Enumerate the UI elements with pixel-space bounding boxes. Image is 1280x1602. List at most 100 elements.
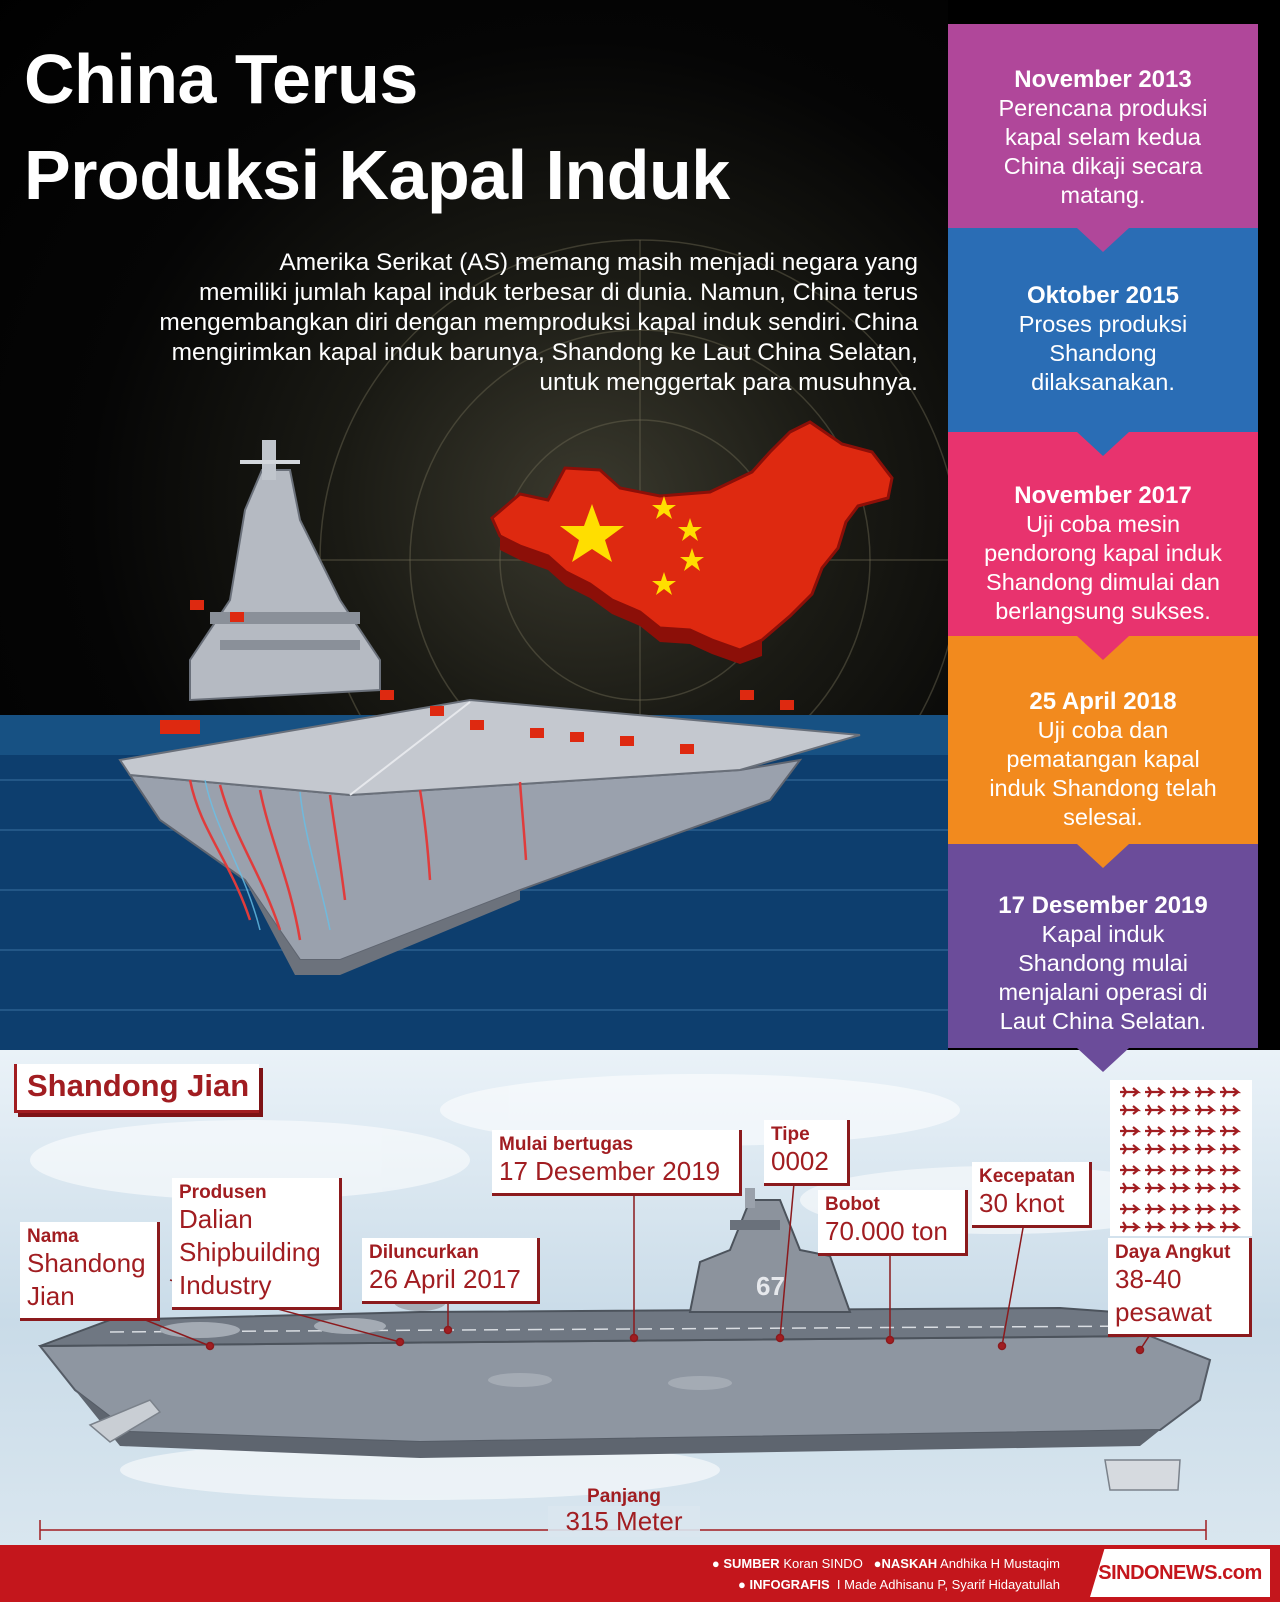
timeline-notch <box>1077 228 1129 252</box>
section-title: Shandong Jian <box>14 1064 260 1113</box>
intro-line: Amerika Serikat (AS) memang masih menjad… <box>279 249 918 276</box>
timeline-text: dilaksanakan. <box>1031 369 1175 395</box>
spec-value: 70.000 ton <box>825 1216 948 1246</box>
spec-value: 38-40 <box>1115 1264 1182 1294</box>
spec-label: Mulai bertugas <box>499 1134 634 1155</box>
timeline-date: November 2013 <box>1014 66 1192 93</box>
infografis-value: I Made Adhisanu P, Syarif Hidayatullah <box>836 1577 1060 1592</box>
china-map-flag <box>490 420 894 664</box>
timeline-text: induk Shandong telah <box>989 775 1217 801</box>
page-title-line-1: China Terus <box>24 40 418 118</box>
aircraft-icon <box>1170 1104 1192 1116</box>
timeline-item-2015: Oktober 2015 Proses produksi Shandong di… <box>948 228 1258 456</box>
aircraft-icon <box>1145 1086 1167 1098</box>
timeline-item-2017: November 2017 Uji coba mesin pendorong k… <box>948 432 1258 660</box>
timeline-text: pendorong kapal induk <box>984 540 1222 566</box>
aircraft-icon <box>1195 1221 1217 1233</box>
timeline-text: Shandong mulai <box>1018 950 1188 976</box>
aircraft-icon <box>1145 1164 1167 1176</box>
spec-value: 30 knot <box>979 1188 1065 1218</box>
aircraft-icon <box>1195 1125 1217 1137</box>
aircraft-icons <box>1120 1086 1242 1233</box>
flag-big-star <box>560 504 624 562</box>
aircraft-icon <box>1170 1221 1192 1233</box>
aircraft-icon <box>1195 1164 1217 1176</box>
aircraft-icon <box>1170 1203 1192 1215</box>
aircraft-icon <box>1195 1104 1217 1116</box>
naskah-label: NASKAH <box>881 1556 938 1571</box>
spec-kecepatan: Kecepatan 30 knot <box>972 1162 1092 1228</box>
aircraft-icon <box>1195 1086 1217 1098</box>
aircraft-icon <box>1170 1125 1192 1137</box>
spec-value: 17 Desember 2019 <box>499 1156 721 1186</box>
aircraft-icon <box>1145 1221 1167 1233</box>
aircraft-icon <box>1120 1086 1142 1098</box>
aircraft-icon <box>1195 1203 1217 1215</box>
aircraft-icon <box>1145 1203 1167 1215</box>
credit-line-1: ● SUMBER Koran SINDO ●NASKAH Andhika H M… <box>712 1556 1060 1571</box>
intro-line: untuk menggertak para musuhnya. <box>539 369 918 396</box>
timeline-notch <box>1077 1048 1129 1072</box>
timeline: November 2013 Perencana produksi kapal s… <box>948 24 1258 1072</box>
timeline-date: 17 Desember 2019 <box>998 892 1208 919</box>
aircraft-icon <box>1170 1182 1192 1194</box>
aircraft-icon <box>1170 1164 1192 1176</box>
spec-label: Tipe <box>771 1124 810 1145</box>
timeline-date: Oktober 2015 <box>1026 282 1180 309</box>
timeline-text: Laut China Selatan. <box>999 1008 1207 1034</box>
timeline-text: Kapal induk <box>1041 921 1165 947</box>
intro-line: mengembangkan diri dengan memproduksi ka… <box>159 309 918 336</box>
timeline-text: kapal selam kedua <box>1005 124 1201 150</box>
spec-label: Diluncurkan <box>369 1242 479 1263</box>
timeline-text: matang. <box>1060 182 1146 208</box>
spec-value: Dalian <box>179 1204 253 1234</box>
spec-bobot: Bobot 70.000 ton <box>818 1190 968 1256</box>
aircraft-icon <box>1220 1086 1242 1098</box>
spec-label: Bobot <box>825 1194 880 1215</box>
aircraft-icons-panel <box>1110 1080 1252 1236</box>
hull-number: 67 <box>756 1271 785 1301</box>
timeline-notch <box>1077 432 1129 456</box>
aircraft-icon <box>1220 1143 1242 1155</box>
naskah-value: Andhika H Mustaqim <box>940 1556 1060 1571</box>
hero-section: China Terus Produksi Kapal Induk Amerika… <box>0 0 948 1050</box>
spec-diluncurkan: Diluncurkan 26 April 2017 <box>362 1238 540 1304</box>
brand-logo[interactable]: SINDONEWS.com <box>1090 1549 1270 1597</box>
carrier-side-illustration: 67 <box>30 1074 1252 1540</box>
sumber-label: SUMBER <box>723 1556 780 1571</box>
timeline-text: Shandong dimulai dan <box>986 569 1220 595</box>
aircraft-icon <box>1170 1143 1192 1155</box>
aircraft-icon <box>1120 1164 1142 1176</box>
timeline-text: berlangsung sukses. <box>995 598 1211 624</box>
timeline-notch <box>1077 636 1129 660</box>
spec-value: Industry <box>179 1270 272 1300</box>
timeline-text: China dikaji secara <box>1003 153 1203 179</box>
aircraft-icon <box>1195 1182 1217 1194</box>
aircraft-icon <box>1145 1143 1167 1155</box>
intro-line: mengirimkan kapal induk barunya, Shandon… <box>171 339 918 366</box>
carrier-front-view <box>118 440 861 975</box>
spec-label: Nama <box>27 1226 79 1247</box>
credit-line-2: ● INFOGRAFIS I Made Adhisanu P, Syarif H… <box>738 1577 1060 1592</box>
aircraft-icon <box>1220 1221 1242 1233</box>
aircraft-icon <box>1220 1104 1242 1116</box>
spec-value: Jian <box>27 1281 75 1311</box>
timeline-notch <box>1077 844 1129 868</box>
spec-produsen: Produsen Dalian Shipbuilding Industry <box>172 1178 342 1310</box>
timeline-text: Shandong <box>1049 340 1157 366</box>
aircraft-icon <box>1120 1143 1142 1155</box>
timeline-date: November 2017 <box>1014 482 1192 509</box>
spec-nama: Nama Shandong Jian <box>20 1222 160 1321</box>
spec-label: Daya Angkut <box>1115 1242 1231 1263</box>
aircraft-icon <box>1145 1182 1167 1194</box>
footer: ● SUMBER Koran SINDO ●NASKAH Andhika H M… <box>0 1545 1280 1602</box>
timeline-text: Perencana produksi <box>998 95 1208 121</box>
timeline-item-2013: November 2013 Perencana produksi kapal s… <box>948 24 1258 252</box>
aircraft-icon <box>1120 1104 1142 1116</box>
spec-tipe: Tipe 0002 <box>764 1120 850 1186</box>
spec-mulai-bertugas: Mulai bertugas 17 Desember 2019 <box>492 1130 742 1196</box>
aircraft-icon <box>1220 1125 1242 1137</box>
timeline-date: 25 April 2018 <box>1029 688 1177 715</box>
timeline-text: Uji coba mesin <box>1025 511 1181 537</box>
spec-value: pesawat <box>1115 1297 1212 1327</box>
